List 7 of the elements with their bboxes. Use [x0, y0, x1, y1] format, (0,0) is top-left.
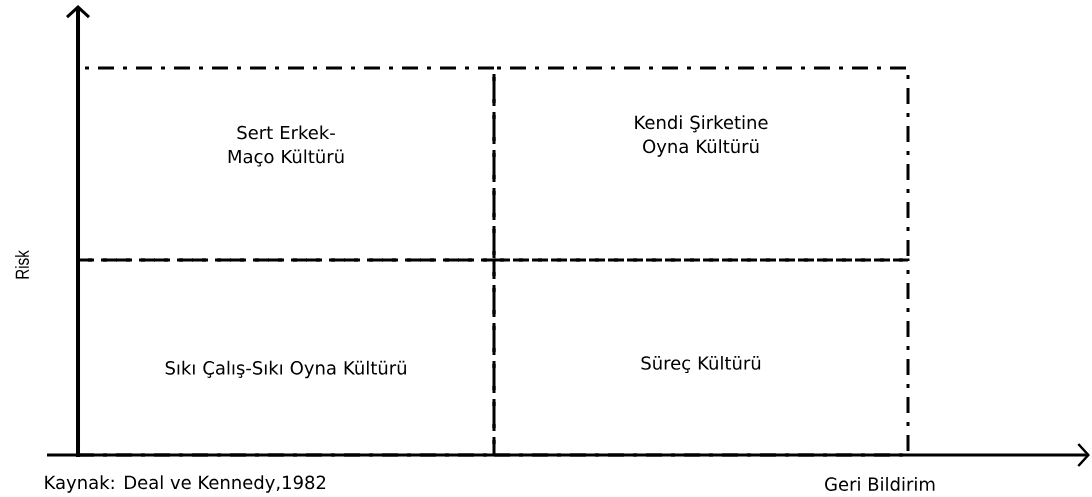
source-note: Kaynak: Deal ve Kennedy,1982 [45, 475, 326, 493]
axis-label: Risk [15, 250, 29, 279]
quadrant-cell: Sert Erkek-Maço Kültürü [76, 66, 496, 262]
quadrant-cell: Sıkı Çalış-Sıkı Oyna Kültürü [76, 258, 496, 457]
axis-label: Geri Bildirim [825, 477, 935, 491]
quadrant-cell: Kendi Şirketine Oyna Kültürü [492, 66, 910, 262]
quadrant-cell: Süreç Kültürü [492, 258, 910, 457]
